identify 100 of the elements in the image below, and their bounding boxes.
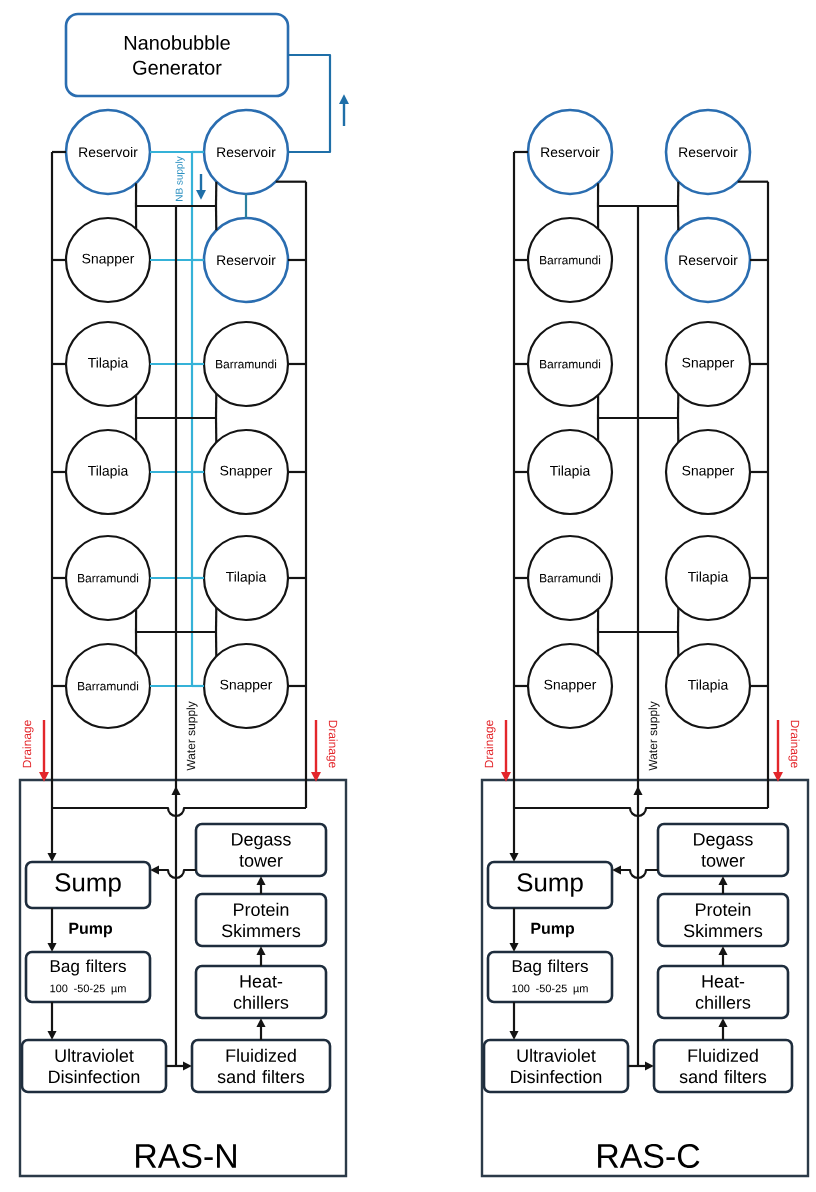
process-box: Sump [486,860,614,910]
pipe-line [214,607,218,632]
pipe-line [50,686,54,808]
process-box: Fluidized sand filters [652,1038,794,1094]
pipe-line [150,150,192,154]
pipe-line [176,630,216,634]
pipe-line [52,684,66,688]
pipe-line [598,630,638,634]
pipe-line [514,150,528,154]
pipe-line [176,204,216,208]
pipe-line [192,258,204,262]
pipe-line [636,418,640,632]
pipe-line [134,206,138,229]
pipe-line [596,395,600,418]
process-box: Degass tower [194,822,328,878]
pipe-line [288,258,306,262]
pipe-line [176,416,216,420]
pipe-line [192,576,204,580]
pipe-line [134,609,138,632]
pipe-line [288,684,306,688]
pipe-line [636,206,640,418]
pipe-line [150,470,192,474]
pipe-line [50,152,54,260]
pipe-line [174,206,178,418]
pipe-line [214,417,218,443]
pipe-line [766,472,770,578]
pipe-line [750,258,768,262]
pipe-line [596,183,600,206]
process-box: Ultraviolet Disinfection [482,1038,630,1094]
pipe-line [512,578,516,686]
pipe-line [514,576,528,580]
pipe-line [288,53,332,154]
pipe-line [676,607,680,632]
process-box: Fluidized sand filters [190,1038,332,1094]
process-box: Protein Skimmers [194,892,328,948]
pipe-line [676,181,680,206]
pipe-line [304,578,308,686]
pipe-line [512,364,516,472]
pipe-line [766,578,770,686]
pipe-line [598,204,638,208]
process-box: Degass tower [656,822,790,878]
pipe-line [244,194,248,218]
pipe-line [150,362,192,366]
pipe-line [52,470,66,474]
pipe-line [304,364,308,472]
pipe-line [676,205,680,231]
pipe-line [190,260,194,364]
pipe-line [150,684,192,688]
pipe-line [214,631,218,657]
pipe-line [737,180,768,183]
pipe-line [50,472,54,578]
process-box: Protein Skimmers [656,892,790,948]
pipe-line [136,416,176,420]
pipe-line [288,470,306,474]
pipe-line [134,632,138,655]
pipe-line [676,417,680,443]
pipe-line [50,578,54,686]
pipe-line [596,206,600,229]
pipe-line [134,418,138,441]
pipe-line [596,632,600,655]
pipe-line [214,393,218,418]
pipe-line [52,576,66,580]
pipe-line [134,395,138,418]
pipe-line [750,684,768,688]
pipe-line [190,364,194,472]
pipe-line [512,152,516,260]
process-box: Ultraviolet Disinfection [20,1038,168,1094]
pipe-line [50,364,54,472]
pipe-line [166,1064,176,1068]
pipe-line [596,418,600,441]
generator-box: Nanobubble Generator [64,12,290,98]
pipe-line [638,416,678,420]
pipe-line [192,470,204,474]
pipe-line [596,609,600,632]
pipe-line [134,183,138,206]
pipe-line [304,472,308,578]
pipe-line [514,684,528,688]
pipe-line [136,630,176,634]
pipe-line [750,576,768,580]
pipe-line [766,686,770,808]
pipe-line [766,364,770,472]
process-box: Sump [24,860,152,910]
pipe-line [52,150,66,154]
pipe-line [190,472,194,578]
pipe-line [676,393,680,418]
pipe-line [512,260,516,364]
pipe-line [192,362,204,366]
pipe-line [190,152,194,260]
pipe-line [638,630,678,634]
pipe-line [214,205,218,231]
pipe-line [192,684,204,688]
pipe-line [766,260,770,364]
pipe-line [50,260,54,364]
pipe-line [512,686,516,808]
pipe-line [192,150,204,154]
pipe-line [52,362,66,366]
pipe-line [288,362,306,366]
pipe-line [304,686,308,808]
pipe-line [750,362,768,366]
pipe-line [150,576,192,580]
